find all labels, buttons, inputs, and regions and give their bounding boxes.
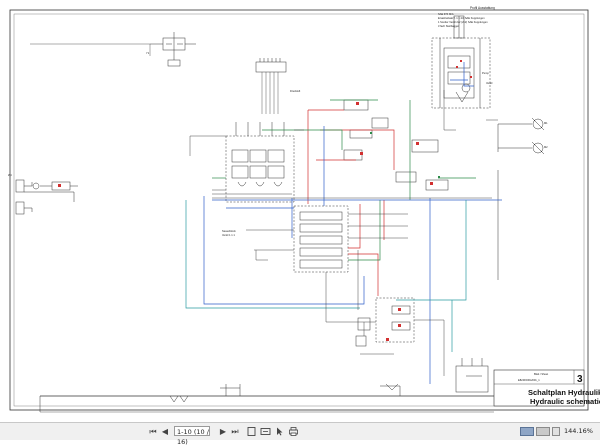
tank-line (39, 383, 494, 413)
zoom-level: 144.16% (564, 427, 593, 435)
top-left-lines (30, 43, 151, 56)
first-page-icon[interactable]: ⏮ (149, 427, 157, 436)
zoom-menu-icon[interactable] (552, 427, 560, 436)
top-left-valve (150, 32, 196, 67)
lower-red-fills (386, 308, 401, 341)
connector-block (255, 58, 287, 114)
coupler-tag-1: M1 (544, 121, 548, 125)
options-text: SAE 974 M/A Ersatzteilsatz f. 1 x 4/4 SA… (438, 12, 488, 28)
left-red-valve (58, 184, 61, 187)
pump-blue-lines (450, 62, 474, 87)
title-english: Hydraulic schematic (530, 397, 600, 406)
valve-tag-top: Y1 (146, 51, 150, 55)
sheet-number: 3 (577, 374, 583, 385)
central-note-2: Ventil 1 1 1 (222, 233, 235, 237)
black-wiring (189, 90, 498, 376)
central-control-block (293, 205, 349, 273)
title-block: Blatt / Sheet E824F006A/001_1 3 Schaltpl… (493, 369, 600, 407)
green-marks (370, 132, 440, 178)
pump-note: Pump (482, 71, 489, 75)
connector-note: Druckluft (290, 89, 301, 93)
schematic-sheet: Blatt / Sheet E824F006A/001_1 3 Schaltpl… (8, 6, 600, 413)
fit-width-icon[interactable] (260, 426, 271, 437)
svg-text:SAE 974 M/A: SAE 974 M/A (438, 12, 454, 16)
green-lines (212, 99, 476, 261)
right-red-fills (356, 102, 433, 185)
sheet-label: Blatt / Sheet (534, 372, 548, 376)
pump-red-ports (456, 60, 472, 78)
profile-label: Profil Ausstattung (470, 6, 495, 10)
teal-lines (185, 200, 467, 352)
main-valve-bank (225, 122, 295, 203)
left-actuators (15, 179, 78, 215)
coupler-tag-2: M2 (544, 145, 548, 149)
last-page-icon[interactable]: ⏭ (231, 427, 239, 436)
lower-right-circuit (355, 297, 489, 393)
doc-code: E824F006A/001_1 (518, 378, 540, 382)
pump-detail: Ventil (486, 81, 493, 85)
prev-page-icon[interactable]: ◀ (161, 427, 169, 436)
two-page-icon[interactable] (536, 427, 550, 436)
svg-text:1 Sonder Ventil 2x2 (2x2) SAE: 1 Sonder Ventil 2x2 (2x2) SAE Kupplungen (438, 20, 488, 24)
hydraulic-schematic: Blatt / Sheet E824F006A/001_1 3 Schaltpl… (8, 6, 600, 413)
right-valves (343, 99, 545, 280)
print-icon[interactable] (288, 426, 299, 437)
title-german: Schaltplan Hydraulik (528, 388, 600, 397)
fit-page-icon[interactable] (246, 426, 257, 437)
page-input[interactable]: 1-10 (10 / 16) (174, 426, 210, 446)
blue-lines (203, 126, 502, 384)
svg-text:3 fach Steilbagger: 3 fach Steilbagger (438, 24, 459, 28)
svg-text:Ersatzteilsatz f. 1 x 4/4 SAE: Ersatzteilsatz f. 1 x 4/4 SAE Kupplungen (438, 16, 485, 20)
central-note-1: Steuerblock (222, 229, 236, 233)
drawing-inner-frame (13, 13, 585, 407)
actuator-tag: Zyl. (8, 173, 12, 177)
drawing-frame (9, 9, 589, 411)
page-thumbnail-icon[interactable] (520, 427, 534, 436)
next-page-icon[interactable]: ▶ (219, 427, 227, 436)
viewer-status-bar: ⏮ ◀ 1-10 (10 / 16) ▶ ⏭ 144.16% (0, 422, 600, 446)
select-tool-icon[interactable] (274, 426, 285, 437)
